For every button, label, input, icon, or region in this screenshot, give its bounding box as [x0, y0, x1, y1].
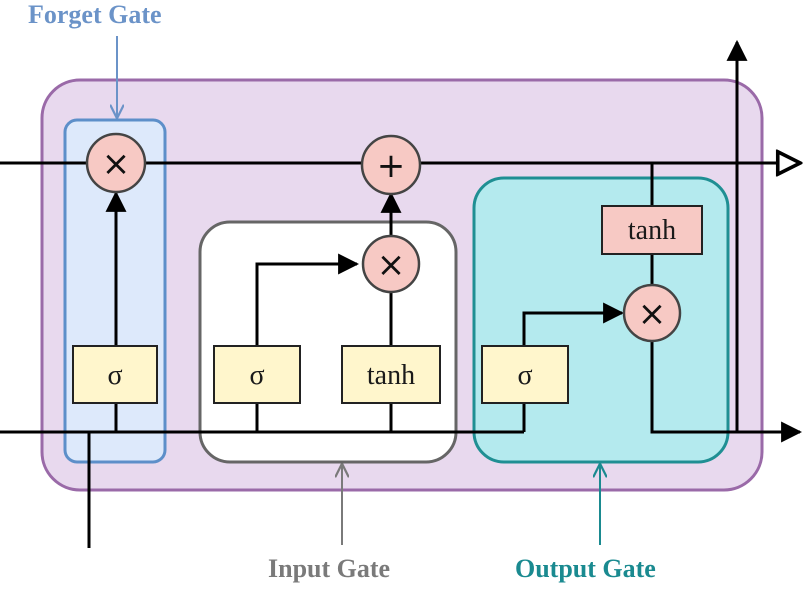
- output-multiply-operator: ×: [622, 283, 682, 343]
- output-gate-label: Output Gate: [515, 554, 656, 583]
- output-sigma-box: σ: [481, 345, 569, 404]
- svg-text:+: +: [377, 146, 406, 186]
- cell-tanh-box: tanh: [601, 205, 703, 255]
- cell-add-operator: +: [360, 134, 422, 196]
- svg-text:tanh: tanh: [367, 360, 415, 391]
- svg-text:×: ×: [377, 245, 406, 285]
- forget-sigma-box: σ: [72, 345, 158, 404]
- svg-text:tanh: tanh: [628, 215, 676, 246]
- forget-gate-label: Forget Gate: [28, 0, 162, 29]
- output-sigma-out: [522, 302, 625, 346]
- svg-text:×: ×: [638, 294, 667, 334]
- svg-text:σ: σ: [249, 360, 264, 391]
- forget-multiply-operator: ×: [85, 132, 147, 194]
- input-tanh-box: tanh: [341, 345, 441, 404]
- input-sigma-box: σ: [213, 345, 301, 404]
- input-multiply-operator: ×: [361, 234, 421, 294]
- input-sigma-out: [255, 253, 360, 346]
- svg-text:σ: σ: [517, 360, 532, 391]
- input-gate-label: Input Gate: [268, 554, 390, 583]
- svg-text:×: ×: [102, 144, 131, 184]
- svg-text:σ: σ: [107, 360, 122, 391]
- hidden-output-line: [650, 341, 803, 443]
